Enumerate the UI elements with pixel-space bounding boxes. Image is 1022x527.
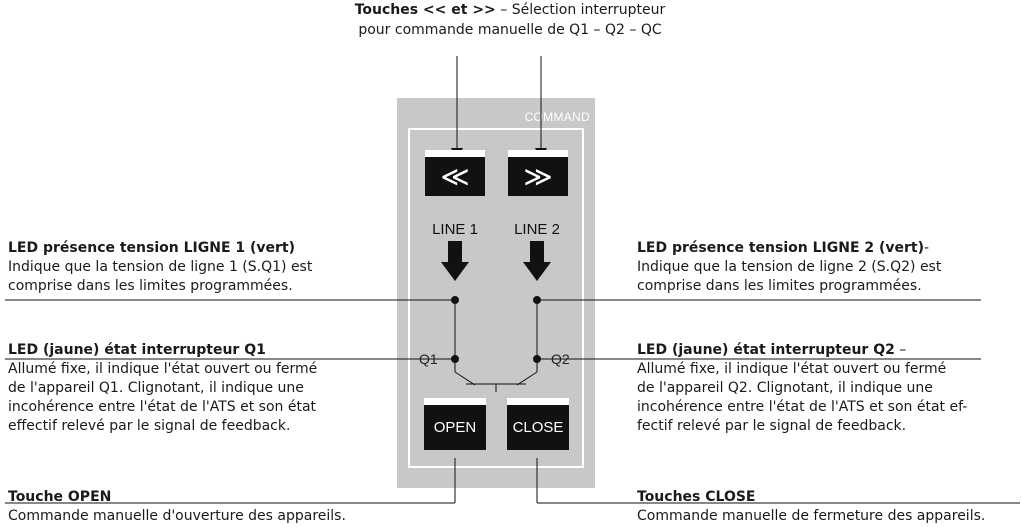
led-q1-text-1: Allumé fixe, il indique l'état ouvert ou… [8, 361, 318, 377]
double-chevron-left-icon: ≪ [440, 161, 470, 192]
led-line2-annotation: LED présence tension LIGNE 2 (vert)- Ind… [637, 239, 1017, 296]
led-q2-text-3: incohérence entre l'état de l'ATS et son… [637, 399, 968, 415]
led-q1 [451, 355, 459, 363]
led-q2-heading: LED (jaune) état interrupteur Q2 [637, 342, 895, 358]
command-panel-inner-frame [408, 128, 584, 468]
close-button-label: CLOSE [512, 419, 564, 436]
open-button-label: OPEN [433, 419, 477, 436]
led-q2-heading-suffix: – [894, 342, 907, 358]
led-q1-annotation: LED (jaune) état interrupteur Q1 Allumé … [8, 341, 398, 436]
line1-arrow-icon [441, 241, 469, 281]
led-line2-heading: LED présence tension LIGNE 2 (vert) [637, 240, 925, 256]
led-line1-heading: LED présence tension LIGNE 1 (vert) [8, 240, 296, 256]
led-q1-text-4: effectif relevé par le signal de feedbac… [8, 418, 291, 434]
led-line2-text-2: comprise dans les limites programmées. [637, 278, 922, 294]
line2-label: LINE 2 [514, 221, 560, 238]
q2-label: Q2 [551, 351, 570, 367]
led-q2-text-4: fectif relevé par le signal de feedback. [637, 418, 907, 434]
open-annotation: Touche OPEN Commande manuelle d'ouvertur… [8, 488, 408, 526]
q1-label: Q1 [419, 351, 438, 367]
led-q2 [533, 355, 541, 363]
top-annotation-heading: Touches << et >> [354, 2, 496, 18]
line1-label: LINE 1 [432, 221, 478, 238]
led-q1-text-3: incohérence entre l'état de l'ATS et son… [8, 399, 317, 415]
led-q2-text-1: Allumé fixe, il indique l'état ouvert ou… [637, 361, 947, 377]
close-text: Commande manuelle de fermeture des appar… [637, 508, 986, 524]
open-heading: Touche OPEN [8, 489, 112, 505]
led-line1-text-2: comprise dans les limites programmées. [8, 278, 293, 294]
led-line1-text-1: Indique que la tension de ligne 1 (S.Q1)… [8, 259, 313, 275]
led-line2-text-1: Indique que la tension de ligne 2 (S.Q2)… [637, 259, 942, 275]
line2-arrow-icon [523, 241, 551, 281]
open-text: Commande manuelle d'ouverture des appare… [8, 508, 346, 524]
select-right-button[interactable]: ≫ [508, 150, 568, 196]
led-q1-text-2: de l'appareil Q1. Clignotant, il indique… [8, 380, 304, 396]
led-line1 [451, 296, 459, 304]
led-q2-annotation: LED (jaune) état interrupteur Q2 – Allum… [637, 341, 1017, 436]
close-heading: Touches CLOSE [637, 489, 756, 505]
led-q2-text-2: de l'appareil Q2. Clignotant, il indique… [637, 380, 933, 396]
led-q1-heading: LED (jaune) état interrupteur Q1 [8, 342, 266, 358]
close-button[interactable]: CLOSE [507, 398, 569, 450]
top-annotation-text: – Sélection interrupteur [495, 2, 666, 18]
top-annotation-line2: pour commande manuelle de Q1 – Q2 – QC [358, 22, 662, 38]
select-left-button[interactable]: ≪ [425, 150, 485, 196]
double-chevron-right-icon: ≫ [523, 161, 553, 192]
led-line1-annotation: LED présence tension LIGNE 1 (vert) Indi… [8, 239, 388, 296]
close-annotation: Touches CLOSE Commande manuelle de ferme… [637, 488, 1021, 526]
top-annotation: Touches << et >> – Sélection interrupteu… [300, 0, 720, 40]
led-line2-heading-suffix: - [924, 240, 930, 256]
led-line2 [533, 296, 541, 304]
open-button[interactable]: OPEN [424, 398, 486, 450]
